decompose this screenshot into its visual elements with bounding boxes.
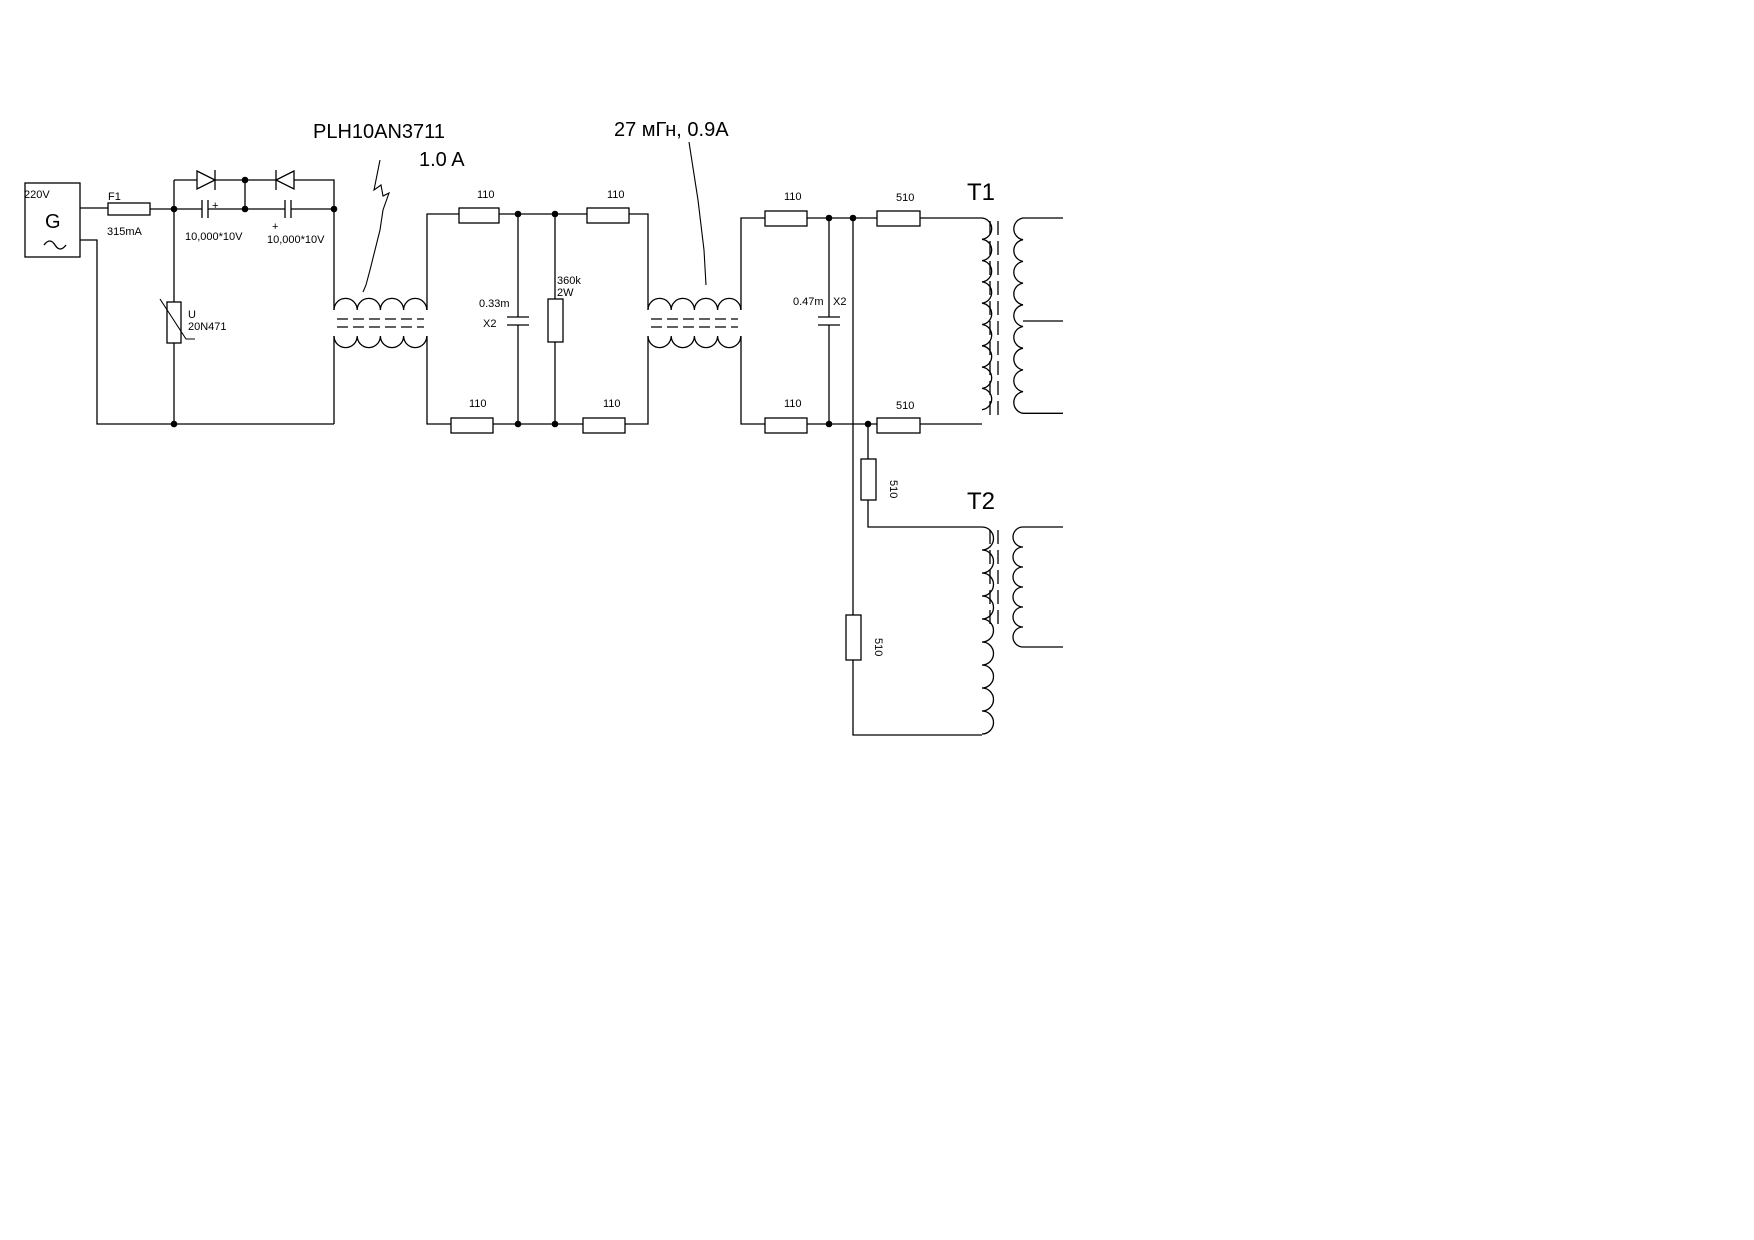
wire: [852, 218, 982, 736]
diode-2: [274, 169, 295, 191]
resistor-510-t1-bottom: 510: [876, 400, 921, 434]
wire: [173, 179, 335, 209]
wire: [625, 336, 649, 425]
resistor-110-bottom-left: 110: [450, 398, 494, 434]
diode-1: [196, 169, 217, 191]
resistor-value-label: 110: [607, 189, 625, 201]
resistor-510-t2-high: 510: [860, 458, 899, 501]
choke2-rating-label: 27 мГн, 0.9А: [614, 119, 729, 141]
wire: [867, 424, 982, 528]
r360k-power-label: 2W: [557, 287, 574, 299]
r360k-value-label: 360k: [557, 275, 581, 287]
resistor-value-label: 110: [469, 398, 487, 410]
wire: [920, 217, 982, 425]
ac-sine-icon: [43, 240, 67, 250]
fuse-rating-label: 315mA: [107, 226, 143, 238]
capacitor-x2-0-47m: 0.47m X2: [793, 296, 846, 326]
wire: [629, 213, 649, 310]
cap2-polarity: +: [272, 221, 278, 233]
resistor-510-t2-low: 510: [845, 614, 884, 661]
wire: [807, 217, 877, 425]
capacitor-x2-0-33m: 0.33m X2: [479, 298, 529, 330]
choke1-leader-line: [362, 159, 390, 293]
resistor-value-label: 510: [896, 192, 914, 204]
wire: [426, 213, 459, 425]
resistor-value-label: 510: [872, 638, 884, 656]
choke1-part-label: PLH10AN3711: [313, 121, 445, 143]
transformer-t1-label: T1: [967, 179, 995, 206]
cap033-class-label: X2: [483, 318, 496, 330]
resistor-value-label: 510: [887, 480, 899, 498]
junction-dots: [170, 176, 872, 428]
resistor-110-top-stage3: 110: [764, 191, 808, 227]
varistor-ref-label: U: [188, 309, 196, 321]
common-mode-choke-2: 27 мГн, 0.9А: [614, 119, 742, 349]
cap1-value-label: 10,000*10V: [185, 231, 243, 243]
resistor-510-t1-top: 510: [876, 192, 921, 227]
choke2-leader-line: [688, 141, 707, 286]
resistor-value-label: 110: [603, 398, 621, 410]
cap047-class-label: X2: [833, 296, 846, 308]
source-voltage-label: 220V: [24, 189, 50, 201]
resistor-value-label: 110: [477, 189, 495, 201]
cap033-value-label: 0.33m: [479, 298, 510, 310]
wire: [740, 217, 765, 425]
resistor-value-label: 510: [896, 400, 914, 412]
choke1-rating-label: 1.0 A: [419, 149, 465, 171]
varistor-u: U 20N471: [159, 298, 227, 344]
fuse-ref-label: F1: [108, 191, 121, 203]
transformer-t1: T1: [967, 179, 1063, 421]
source-symbol-label: G: [45, 211, 61, 233]
resistor-110-bottom-stage3: 110: [764, 398, 808, 434]
resistor-360k: 360k 2W: [547, 275, 581, 343]
cap047-value-label: 0.47m: [793, 296, 824, 308]
cap1-polarity: +: [212, 200, 218, 212]
resistor-110-top-left: 110: [458, 189, 500, 224]
cap2-value-label: 10,000*10V: [267, 234, 325, 246]
resistor-value-label: 110: [784, 191, 802, 203]
capacitor-c1: + 10,000*10V: [185, 200, 243, 243]
resistor-110-bottom-right: 110: [582, 398, 626, 434]
fuse-f1: F1 315mA: [107, 191, 151, 238]
resistor-110-top-right: 110: [586, 189, 630, 224]
varistor-part-label: 20N471: [188, 321, 227, 333]
capacitor-c2: + 10,000*10V: [267, 200, 325, 246]
wire: [80, 239, 334, 425]
resistor-value-label: 110: [784, 398, 802, 410]
transformer-t2: T2: [967, 488, 1063, 735]
transformer-t2-label: T2: [967, 488, 995, 515]
voltage-source-g: 220V G: [24, 182, 81, 258]
common-mode-choke-1: PLH10AN3711 1.0 A: [313, 121, 465, 349]
